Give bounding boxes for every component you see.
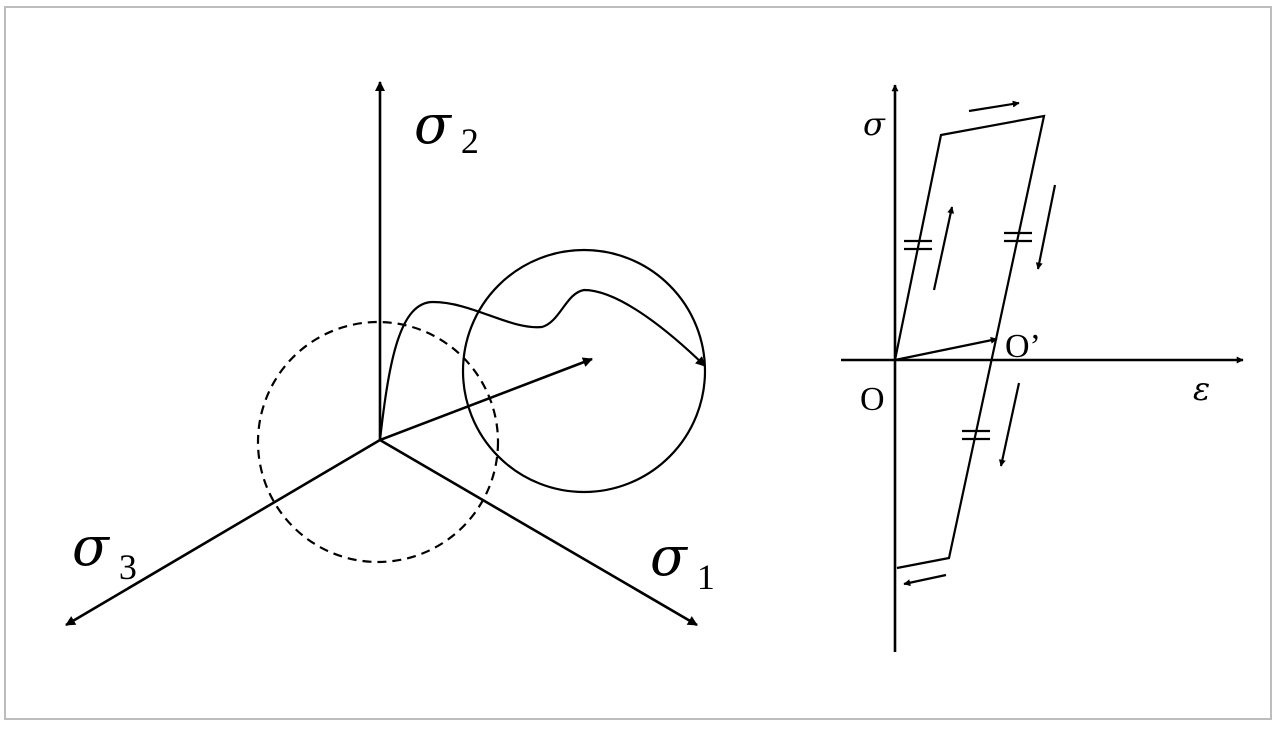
stress-strain-diagram: σ ε O O’ [841, 84, 1244, 652]
sigma1-axis [379, 438, 698, 627]
origin-shift-arrow [894, 336, 998, 362]
stress-label: σ [863, 105, 886, 143]
origin-label: O [860, 381, 885, 418]
hysteresis-path [893, 114, 1046, 570]
strain-label: ε [1193, 370, 1210, 408]
parallel-marks [904, 231, 1032, 441]
initial-yield-surface [256, 320, 500, 564]
translated-yield-surface [461, 248, 707, 494]
figure-frame [4, 6, 1272, 720]
shifted-origin-label: O’ [1005, 328, 1041, 365]
direction-arrows [903, 100, 1057, 587]
center-translation-arrow [379, 357, 593, 442]
sigma3-axis [65, 438, 381, 627]
loading-path [378, 288, 706, 441]
